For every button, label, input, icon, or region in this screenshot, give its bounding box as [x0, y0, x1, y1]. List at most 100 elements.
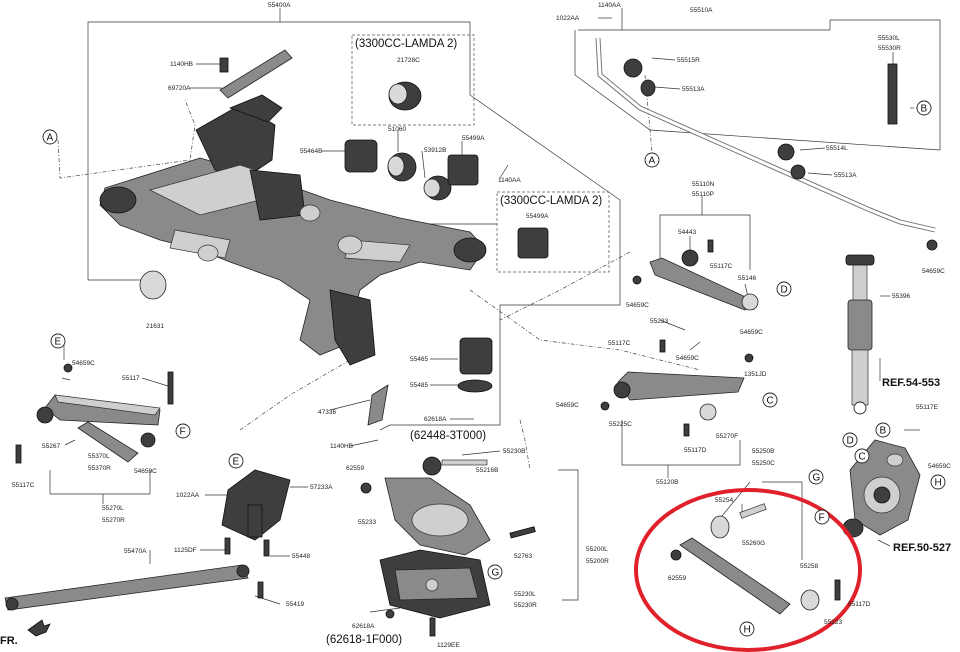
- label-21728C: 21728C: [397, 57, 420, 64]
- callouts: A A B B C C D D E E F F G G H H: [42, 100, 946, 637]
- washer-55485: [457, 379, 493, 393]
- callout-E-bottom: E: [233, 457, 240, 468]
- lateral-link-55250: [670, 503, 841, 615]
- label-47336: 47336: [318, 409, 336, 416]
- arm-55120B: [600, 339, 754, 437]
- bar-55470A: [4, 537, 270, 611]
- label-55117D-a: 55117D: [684, 447, 707, 454]
- label-55530R: 55530R: [878, 45, 901, 52]
- label-55370R: 55370R: [88, 465, 111, 472]
- callout-H-knuckle: H: [935, 478, 942, 489]
- shock-absorber: [845, 254, 875, 415]
- label-55470A: 55470A: [124, 548, 147, 555]
- label-1022AA-bot: 1022AA: [176, 492, 200, 499]
- label-55260G: 55260G: [742, 540, 765, 547]
- label-55200R: 55200R: [586, 558, 609, 565]
- bushing-21631: [139, 270, 167, 300]
- crossmember-55400A: [99, 94, 487, 366]
- label-1140HB-mid: 1140HB: [330, 443, 353, 450]
- label-55499A-2: 55499A: [526, 213, 549, 220]
- label-55258: 55258: [800, 563, 818, 570]
- label-55200L: 55200L: [586, 546, 608, 553]
- mount-55499A-1: [447, 154, 479, 186]
- callout-C-arm: C: [767, 396, 774, 407]
- label-55120B: 55120B: [656, 479, 678, 486]
- label-55267: 55267: [42, 443, 60, 450]
- label-1125DF: 1125DF: [174, 547, 197, 554]
- label-55223-a: 55223: [650, 318, 668, 325]
- bolt-1140HB-top: [219, 57, 229, 73]
- leader-lines: [49, 8, 941, 630]
- label-55117: 55117: [122, 375, 140, 382]
- reinforcement-55370: [77, 421, 139, 463]
- label-62618A-bot: 62618A: [352, 623, 375, 630]
- trailing-arm-55270: [15, 363, 174, 464]
- label-1351JD: 1351JD: [744, 371, 767, 378]
- label-55250C: 55250C: [752, 460, 775, 467]
- callout-B-link: B: [921, 104, 928, 115]
- label-ref-62618: (62618-1F000): [326, 634, 402, 646]
- label-lamda-1: (3300CC-LAMDA 2): [355, 38, 457, 50]
- label-55233: 55233: [358, 519, 376, 526]
- callout-G-knuckle: G: [813, 473, 821, 484]
- callout-A-bar: A: [649, 156, 656, 167]
- label-54659C-f: 54659C: [72, 360, 95, 367]
- callout-B-knuckle: B: [880, 426, 887, 437]
- label-55225C: 55225C: [609, 421, 632, 428]
- big-labels: (3300CC-LAMDA 2) (3300CC-LAMDA 2) (62448…: [0, 38, 951, 647]
- label-54659C-a: 54659C: [626, 302, 649, 309]
- label-55419: 55419: [286, 601, 304, 608]
- label-55510A: 55510A: [690, 7, 713, 14]
- label-lamda-2: (3300CC-LAMDA 2): [500, 195, 602, 207]
- label-54659C-d: 54659C: [556, 402, 579, 409]
- label-55110N: 55110N: [692, 181, 715, 188]
- label-1140AA-mid: 1140AA: [498, 177, 521, 184]
- label-62618A-mid: 62618A: [424, 416, 447, 423]
- label-55515R: 55515R: [677, 57, 700, 64]
- bushing-55465: [459, 337, 493, 375]
- label-55250B: 55250B: [752, 448, 774, 455]
- label-55513A-1: 55513A: [682, 86, 705, 93]
- label-53912B: 53912B: [424, 147, 446, 154]
- knuckle: [842, 439, 921, 538]
- label-54659C-g: 54659C: [134, 468, 157, 475]
- lower-arm-55200: [360, 456, 536, 556]
- label-55485: 55485: [410, 382, 428, 389]
- label-55146: 55146: [738, 275, 756, 282]
- label-55464B: 55464B: [300, 148, 322, 155]
- label-55223-b: 55223: [824, 619, 842, 626]
- label-ref-50527: REF.50-527: [893, 542, 951, 554]
- label-55110P: 55110P: [692, 191, 714, 198]
- label-55530L: 55530L: [878, 35, 900, 42]
- bushing-21728C: [388, 81, 422, 111]
- bracket-47336: [367, 384, 389, 426]
- label-55216B: 55216B: [476, 467, 498, 474]
- callout-A-left: A: [47, 133, 54, 144]
- bushing-51060: [387, 152, 417, 182]
- label-1129EE: 1129EE: [437, 642, 460, 649]
- callout-F-left: F: [180, 427, 186, 438]
- label-55117E: 55117E: [916, 404, 939, 411]
- label-55230B: 55230B: [503, 448, 525, 455]
- front-arrow: [27, 619, 51, 637]
- label-54659C-e: 54659C: [928, 463, 951, 470]
- label-55270F: 55270F: [716, 433, 738, 440]
- label-55117C-c: 55117C: [12, 482, 35, 489]
- label-55230L: 55230L: [514, 591, 536, 598]
- label-54659C-c: 54659C: [676, 355, 699, 362]
- cover-55230: [379, 549, 491, 637]
- label-55514L: 55514L: [826, 145, 848, 152]
- callout-D-arm: D: [781, 285, 788, 296]
- label-55499A-1: 55499A: [462, 135, 485, 142]
- bracket-57233A: [221, 469, 291, 541]
- label-55465: 55465: [410, 356, 428, 363]
- label-55270R: 55270R: [102, 517, 125, 524]
- bushing-55464B: [344, 139, 378, 173]
- label-54659C-b: 54659C: [740, 329, 763, 336]
- label-1022AA-top: 1022AA: [556, 15, 580, 22]
- label-55448: 55448: [292, 553, 310, 560]
- label-21631: 21631: [146, 323, 164, 330]
- callout-F-knuckle: F: [819, 513, 825, 524]
- stabilizer-bar-55510A: [595, 37, 938, 251]
